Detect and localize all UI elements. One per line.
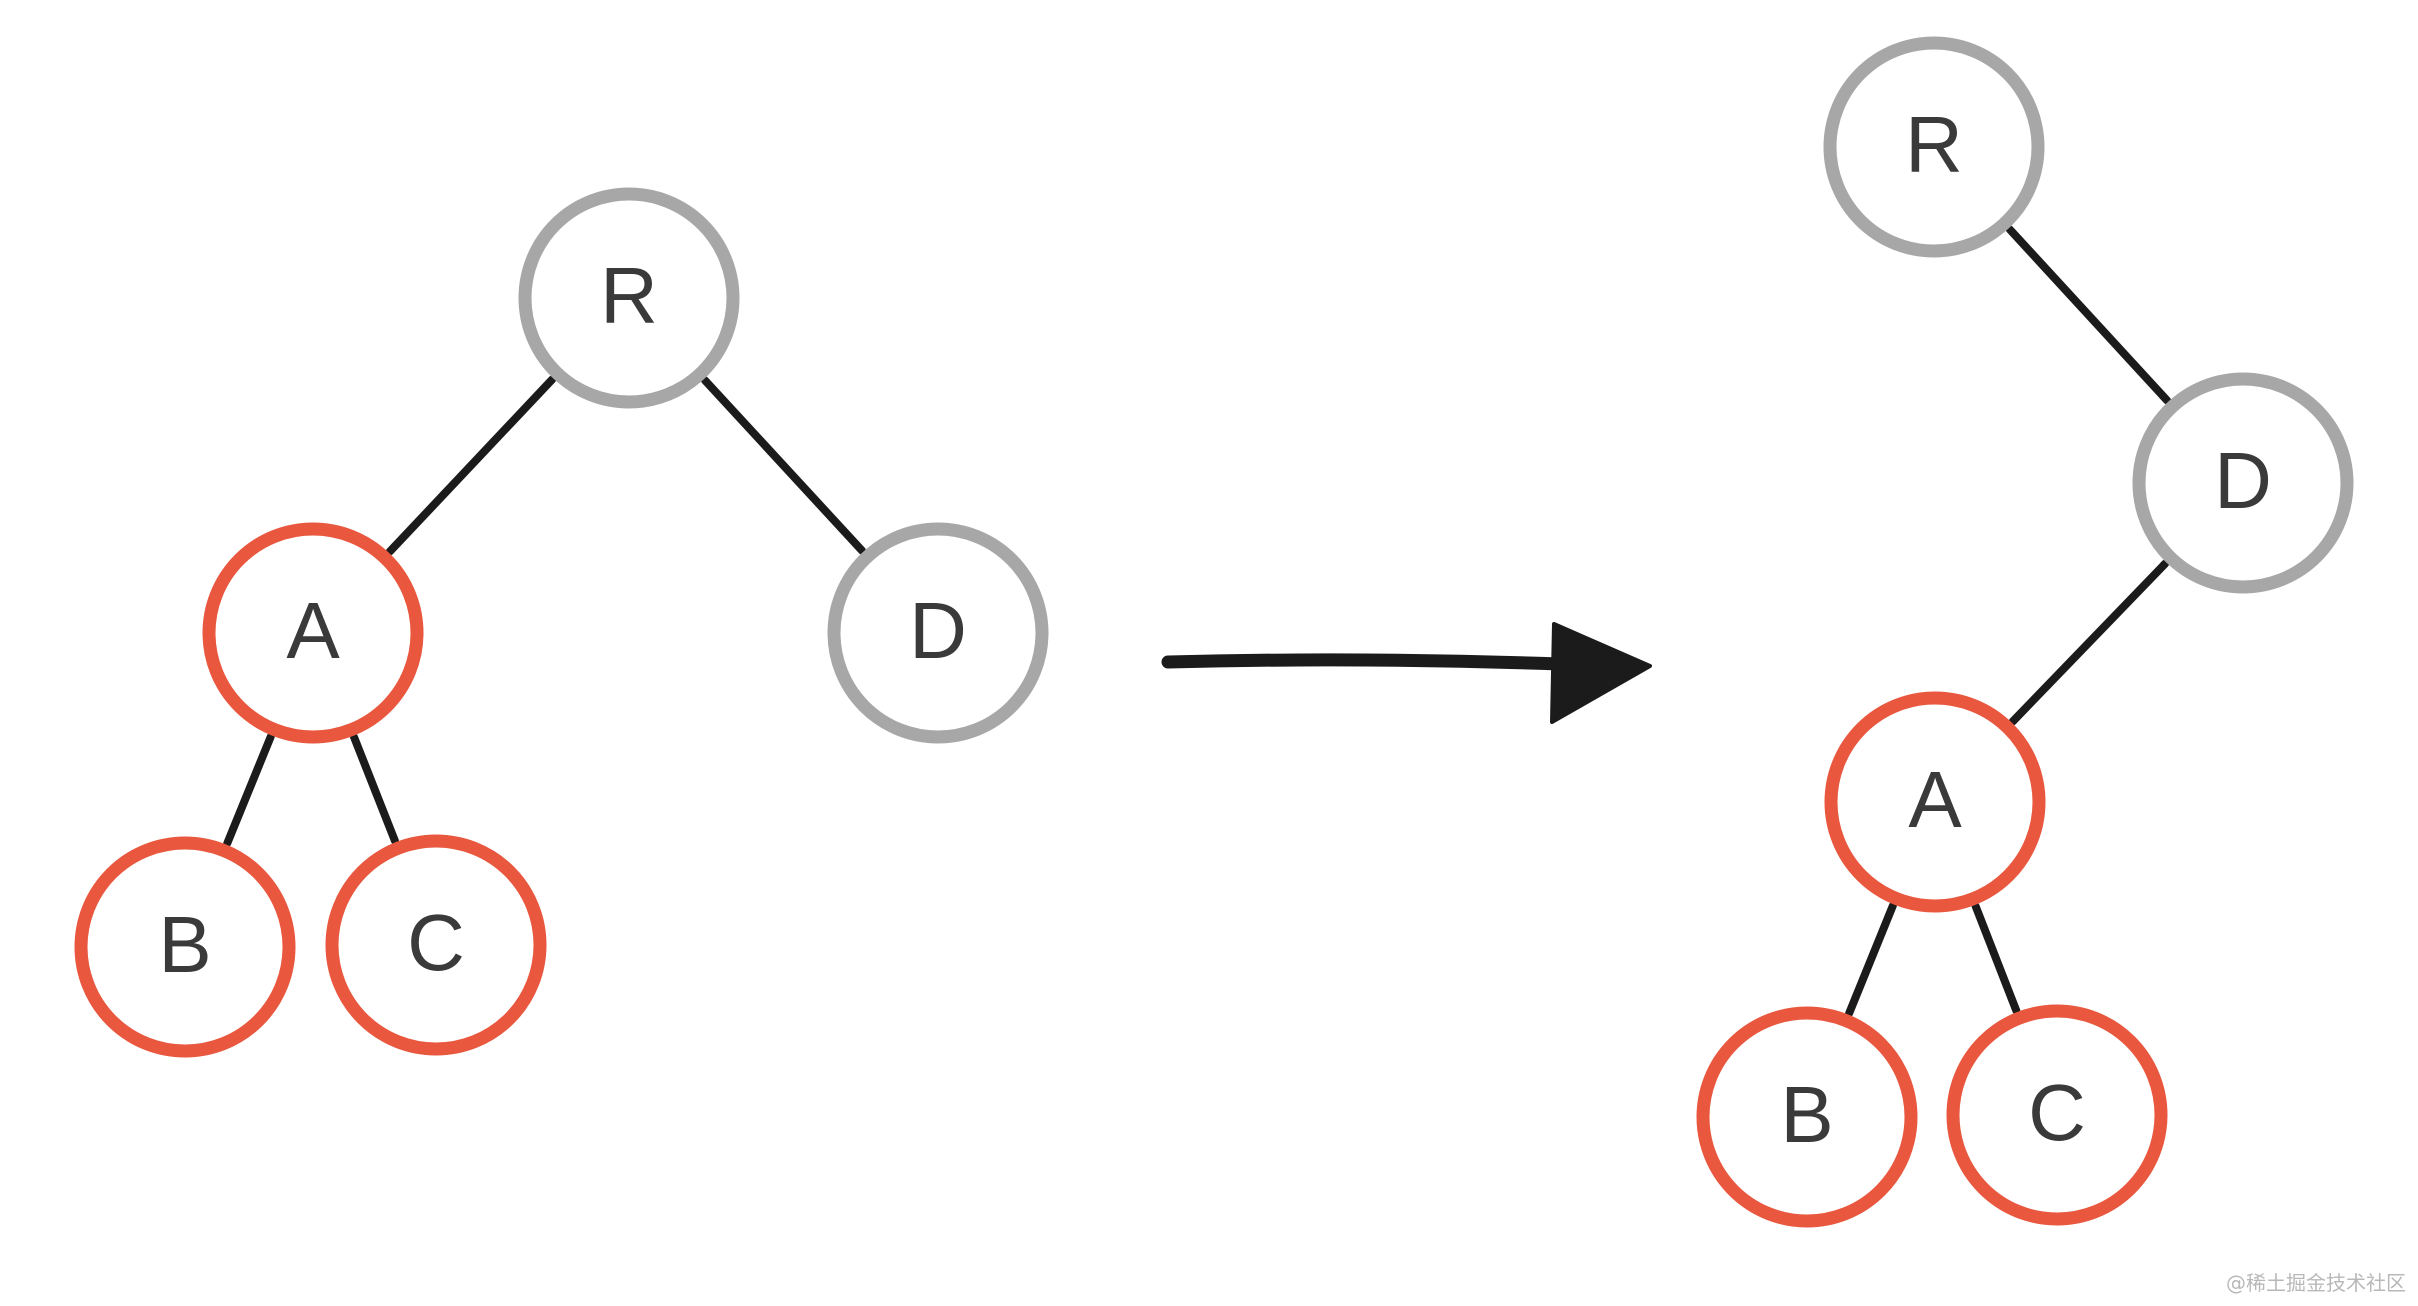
- before-node-a: A: [202, 522, 424, 744]
- before-node-d: D: [827, 522, 1049, 744]
- watermark: @稀土掘金技术社区: [2226, 1271, 2406, 1295]
- after-edge-a-c: [1971, 902, 2021, 1015]
- node-circle: [202, 522, 424, 744]
- node-label: C: [407, 898, 465, 987]
- after-edge-a-b: [1845, 901, 1897, 1018]
- node-circle: [827, 522, 1049, 744]
- node-label: D: [909, 586, 967, 675]
- before-node-r: R: [518, 187, 740, 409]
- after-node-d: D: [2132, 372, 2354, 594]
- before-edge-r-a: [385, 375, 557, 556]
- before-node-c: C: [325, 834, 547, 1056]
- node-circle: [1946, 1004, 2168, 1226]
- before-node-b: B: [74, 836, 296, 1058]
- right-arrow-icon: [1161, 622, 1652, 724]
- node-circle: [74, 836, 296, 1058]
- node-circle: [1824, 691, 2046, 913]
- node-label: A: [286, 586, 340, 675]
- after-edge-r-d: [2005, 225, 2172, 405]
- before-edge-a-c: [350, 733, 399, 845]
- node-label: R: [1905, 100, 1963, 189]
- node-label: R: [600, 251, 658, 340]
- before-edge-r-d: [700, 376, 867, 555]
- node-label: A: [1908, 755, 1962, 844]
- after-edge-d-a: [2008, 559, 2170, 726]
- node-circle: [518, 187, 740, 409]
- node-circle: [2132, 372, 2354, 594]
- node-label: B: [158, 900, 211, 989]
- after-tree: R D A B C: [1696, 36, 2354, 1228]
- after-node-a: A: [1824, 691, 2046, 913]
- node-circle: [325, 834, 547, 1056]
- node-circle: [1696, 1006, 1918, 1228]
- after-node-c: C: [1946, 1004, 2168, 1226]
- node-label: B: [1780, 1070, 1833, 1159]
- before-edge-a-b: [223, 732, 275, 848]
- node-circle: [1823, 36, 2045, 258]
- node-label: D: [2214, 436, 2272, 525]
- before-tree: R A D B C: [74, 187, 1049, 1058]
- after-node-r: R: [1823, 36, 2045, 258]
- node-label: C: [2028, 1068, 2086, 1157]
- after-node-b: B: [1696, 1006, 1918, 1228]
